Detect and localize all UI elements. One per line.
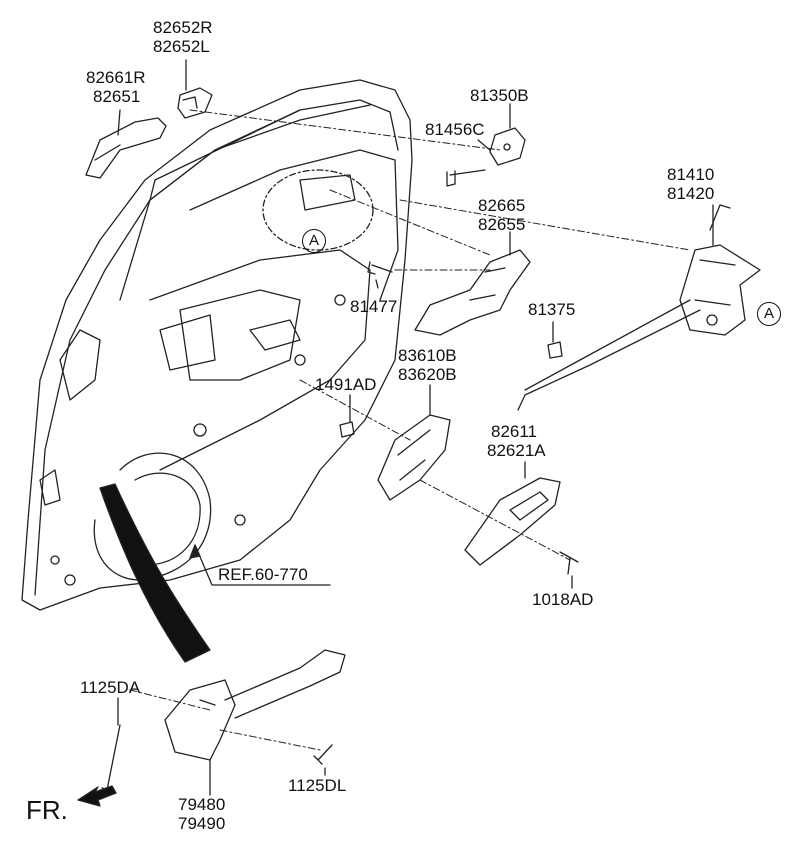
- label-82652R: 82652R: [153, 18, 213, 37]
- nut-1491AD-part: [339, 421, 355, 438]
- inside-handle-cover-part: [464, 477, 561, 566]
- screw-81477-part: [367, 261, 393, 275]
- door-panel: [21, 79, 413, 611]
- handle-cap-part: [177, 87, 213, 119]
- label-1125DA: 1125DA: [80, 678, 141, 697]
- label-81410: 81410: [667, 165, 715, 184]
- label-82621A: 82621A: [487, 441, 546, 460]
- label-82652L: 82652L: [153, 37, 210, 56]
- front-direction-label: FR.: [26, 795, 68, 825]
- outside-handle-part: [85, 117, 167, 179]
- front-direction-arrow: [77, 785, 117, 807]
- reference-label: REF.60-770: [218, 565, 308, 584]
- detail-marker-left: A: [302, 229, 326, 253]
- label-79480: 79480: [178, 795, 226, 814]
- clip-81375-part: [547, 341, 563, 359]
- label-81477: 81477: [350, 297, 398, 316]
- label-82611: 82611: [491, 422, 538, 441]
- door-checker-part: [164, 649, 346, 761]
- label-82655: 82655: [478, 215, 526, 234]
- label-81456C: 81456C: [425, 120, 485, 139]
- handle-frame-part: [414, 249, 531, 336]
- label-81350B: 81350B: [470, 86, 529, 105]
- label-79490: 79490: [178, 814, 226, 833]
- label-82665: 82665: [478, 196, 526, 215]
- lock-actuator-part: [679, 204, 761, 336]
- label-1018AD: 1018AD: [532, 590, 594, 609]
- label-82661R: 82661R: [86, 68, 146, 87]
- striker-bolt-part: [446, 169, 486, 187]
- bolt-1125DL-part: [313, 744, 333, 765]
- bolt-1125DA-part: [101, 724, 121, 793]
- label-81375: 81375: [528, 300, 576, 319]
- leader-lines: [129, 109, 691, 751]
- inside-handle-assy-part: [377, 414, 451, 501]
- detail-marker-right: A: [757, 302, 781, 326]
- striker-part: [489, 127, 526, 166]
- checker-pointer: [99, 483, 211, 663]
- ref-leader: [194, 544, 331, 586]
- label-1491AD: 1491AD: [315, 375, 377, 394]
- label-83620B: 83620B: [398, 365, 457, 384]
- label-82651: 82651: [93, 87, 141, 106]
- screw-1018AD-part: [559, 551, 579, 575]
- label-1125DL: 1125DL: [288, 776, 347, 795]
- label-81420: 81420: [667, 184, 715, 203]
- label-83610B: 83610B: [398, 346, 457, 365]
